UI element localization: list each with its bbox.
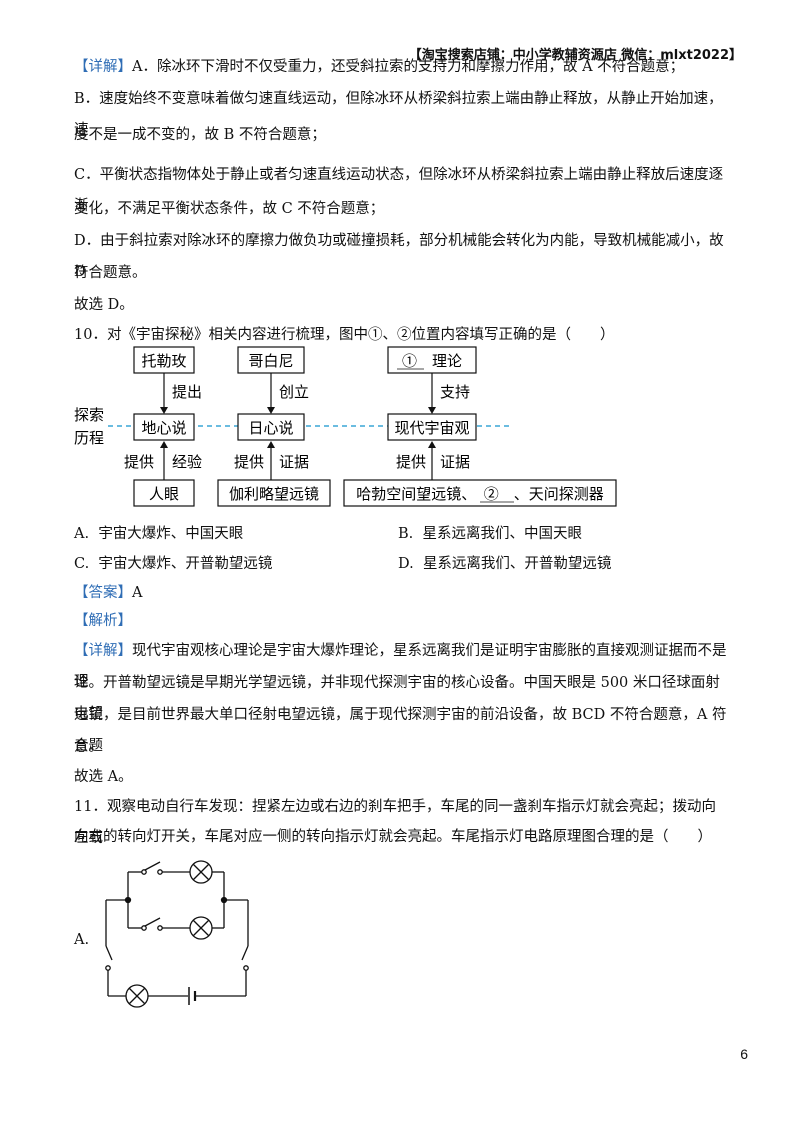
upper-arrow-3: 支持 [428, 373, 470, 414]
svg-text:证据: 证据 [440, 453, 470, 471]
svg-text:现代宇宙观: 现代宇宙观 [394, 419, 469, 437]
svg-text:支持: 支持 [440, 383, 470, 401]
svg-text:伽利略望远镜: 伽利略望远镜 [229, 485, 319, 503]
svg-text:创立: 创立 [279, 383, 309, 401]
svg-text:哥白尼: 哥白尼 [248, 352, 293, 370]
switch-right [241, 945, 249, 996]
lamp-top-icon [189, 860, 213, 884]
mid-box-geocentric: 地心说 [133, 413, 195, 441]
top-box-copernicus: 哥白尼 [237, 346, 305, 374]
detail-tag: 【详解】 [74, 59, 132, 75]
q10-analysis-tag: 【解析】 [74, 613, 132, 629]
svg-text:经验: 经验 [172, 453, 202, 471]
q10-diagram: 探索 历程 托勒玫 哥白尼 ① 理论 提出 创立 支持 地心说 日心说 [74, 346, 617, 507]
lower-arrow-2: 提供 证据 [234, 441, 309, 480]
svg-text:人眼: 人眼 [149, 485, 179, 503]
q11-stem-1: 11．观察电动自行车发现：捏紧左边或右边的刹车把手，车尾的同一盏刹车指示灯就会亮… [74, 799, 716, 846]
mid-box-heliocentric: 日心说 [237, 413, 305, 441]
svg-text:① 理论: ① 理论 [402, 352, 462, 370]
option-c: C. 宇宙大爆炸、开普勒望远镜 [74, 556, 273, 572]
battery-icon [188, 987, 197, 1005]
bottom-box-human-eye: 人眼 [133, 479, 195, 507]
upper-arrow-2: 创立 [267, 373, 309, 414]
option-a: A. 宇宙大爆炸、中国天眼 [74, 526, 244, 542]
option-d: D. 星系远离我们、开普勒望远镜 [398, 556, 612, 572]
svg-text:地心说: 地心说 [141, 419, 186, 437]
svg-text:哈勃空间望远镜、 ② 、天问探测器: 哈勃空间望远镜、 ② 、天问探测器 [356, 485, 604, 503]
q10-stem: 10．对《宇宙探秘》相关内容进行梳理，图中①、②位置内容填写正确的是（ ） [74, 327, 615, 343]
svg-text:日心说: 日心说 [248, 419, 293, 437]
lamp-bottom-icon [125, 984, 149, 1008]
q10-detail-1: 【详解】现代宇宙观核心理论是宇宙大爆炸理论，星系远离我们是证明宇宙膨胀的直接观测… [74, 643, 727, 690]
q9-line-a: 【详解】A．除冰环下滑时不仅受重力，还受斜拉索的支持力和摩擦力作用，故 A 不符… [74, 59, 685, 75]
lower-arrow-1: 提供 经验 [124, 441, 202, 480]
q10-detail-2: 论。开普勒望远镜是早期光学望远镜，并非现代探测宇宙的核心设备。中国天眼是 500… [74, 675, 720, 722]
svg-text:提供: 提供 [396, 453, 426, 471]
bottom-box-galileo-telescope: 伽利略望远镜 [217, 479, 331, 507]
q9-conclusion: 故选 D。 [74, 297, 134, 313]
svg-text:托勒玫: 托勒玫 [141, 352, 186, 370]
svg-text:证据: 证据 [279, 453, 309, 471]
svg-text:提供: 提供 [124, 453, 154, 471]
detail-tag: 【详解】 [74, 643, 132, 659]
top-box-theory-blank: ① 理论 [387, 346, 477, 374]
page-number: 6 [740, 1046, 748, 1062]
q9-line-c1: C．平衡状态指物体处于静止或者匀速直线运动状态，但除冰环从桥梁斜拉索上端由静止释… [74, 167, 724, 214]
svg-text:提出: 提出 [172, 383, 202, 401]
lower-arrow-3: 提供 证据 [396, 441, 470, 480]
q11-option-a-circuit [105, 860, 249, 1008]
upper-arrow-1: 提出 [160, 373, 202, 414]
svg-text:提供: 提供 [234, 453, 264, 471]
q9-line-d2: 符合题意。 [74, 265, 147, 281]
mid-box-modern-cosmology: 现代宇宙观 [387, 413, 477, 441]
header-note: 【淘宝搜索店铺：中小学教辅资源店 微信：mlxt2022】 [408, 48, 742, 63]
q9-line-d1: D．由于斜拉索对除冰环的摩擦力做负功或碰撞损耗，部分机械能会转化为内能，导致机械… [74, 233, 724, 280]
answer-tag: 【答案】 [74, 585, 132, 601]
top-box-ptolemy: 托勒玫 [133, 346, 195, 374]
side-label-1: 探索 [74, 406, 104, 424]
q9-line-b2: 度不是一成不变的，故 B 不符合题意； [74, 127, 326, 143]
q11-option-a-label: A. [74, 932, 90, 948]
switch-middle [141, 917, 163, 931]
lamp-middle-icon [189, 916, 213, 940]
q9-line-b1: B．速度始终不变意味着做匀速直线运动，但除冰环从桥梁斜拉索上端由静止释放，从静止… [74, 91, 723, 138]
option-b: B. 星系远离我们、中国天眼 [398, 526, 582, 542]
q11-stem-2: 向右的转向灯开关，车尾对应一侧的转向指示灯就会亮起。车尾指示灯电路原理图合理的是… [74, 829, 712, 845]
bottom-box-modern-instruments: 哈勃空间望远镜、 ② 、天问探测器 [343, 479, 617, 507]
side-label-2: 历程 [74, 429, 104, 447]
q10-conclusion: 故选 A。 [74, 769, 133, 785]
switch-top [141, 861, 163, 875]
q10-answer: 【答案】A [74, 585, 143, 601]
q10-detail-3: 远镜，是目前世界最大单口径射电望远镜，属于现代探测宇宙的前沿设备，故 BCD 不… [74, 707, 727, 754]
switch-left [105, 945, 113, 996]
q9-line-c2: 变化，不满足平衡状态条件，故 C 不符合题意； [74, 201, 385, 217]
q10-detail-4: 意。 [74, 739, 103, 755]
